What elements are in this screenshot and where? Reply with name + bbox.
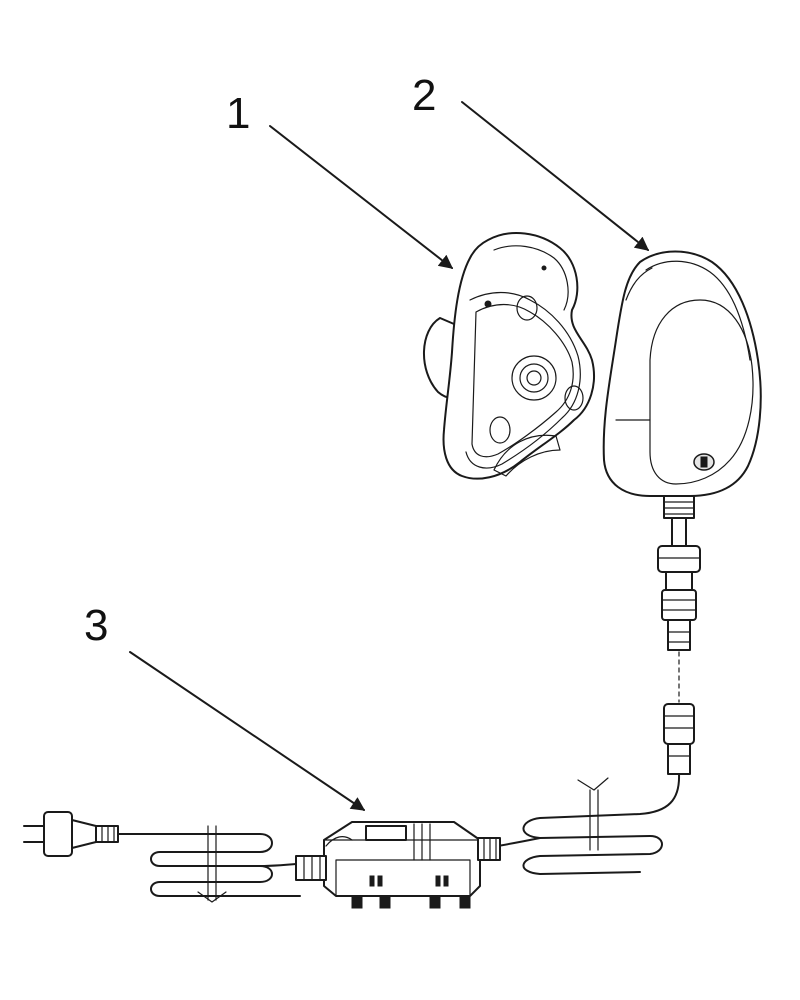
- part-3-transformer-box: [295, 821, 501, 909]
- leader-arrow-3: [129, 651, 366, 811]
- callout-label-1: 1: [226, 89, 250, 138]
- cable-coil-left: [117, 825, 317, 903]
- cable-coil-right: [483, 773, 681, 875]
- part-2-lamp-housing: [602, 250, 762, 651]
- part-1-mounting-plate: [423, 232, 595, 480]
- leader-arrow-2: [461, 101, 650, 251]
- callout-label-2: 2: [412, 71, 436, 120]
- cable-connector-female: [663, 703, 695, 775]
- callout-label-3: 3: [84, 601, 108, 650]
- mains-plug: [23, 811, 119, 857]
- leader-arrow-1: [269, 125, 454, 269]
